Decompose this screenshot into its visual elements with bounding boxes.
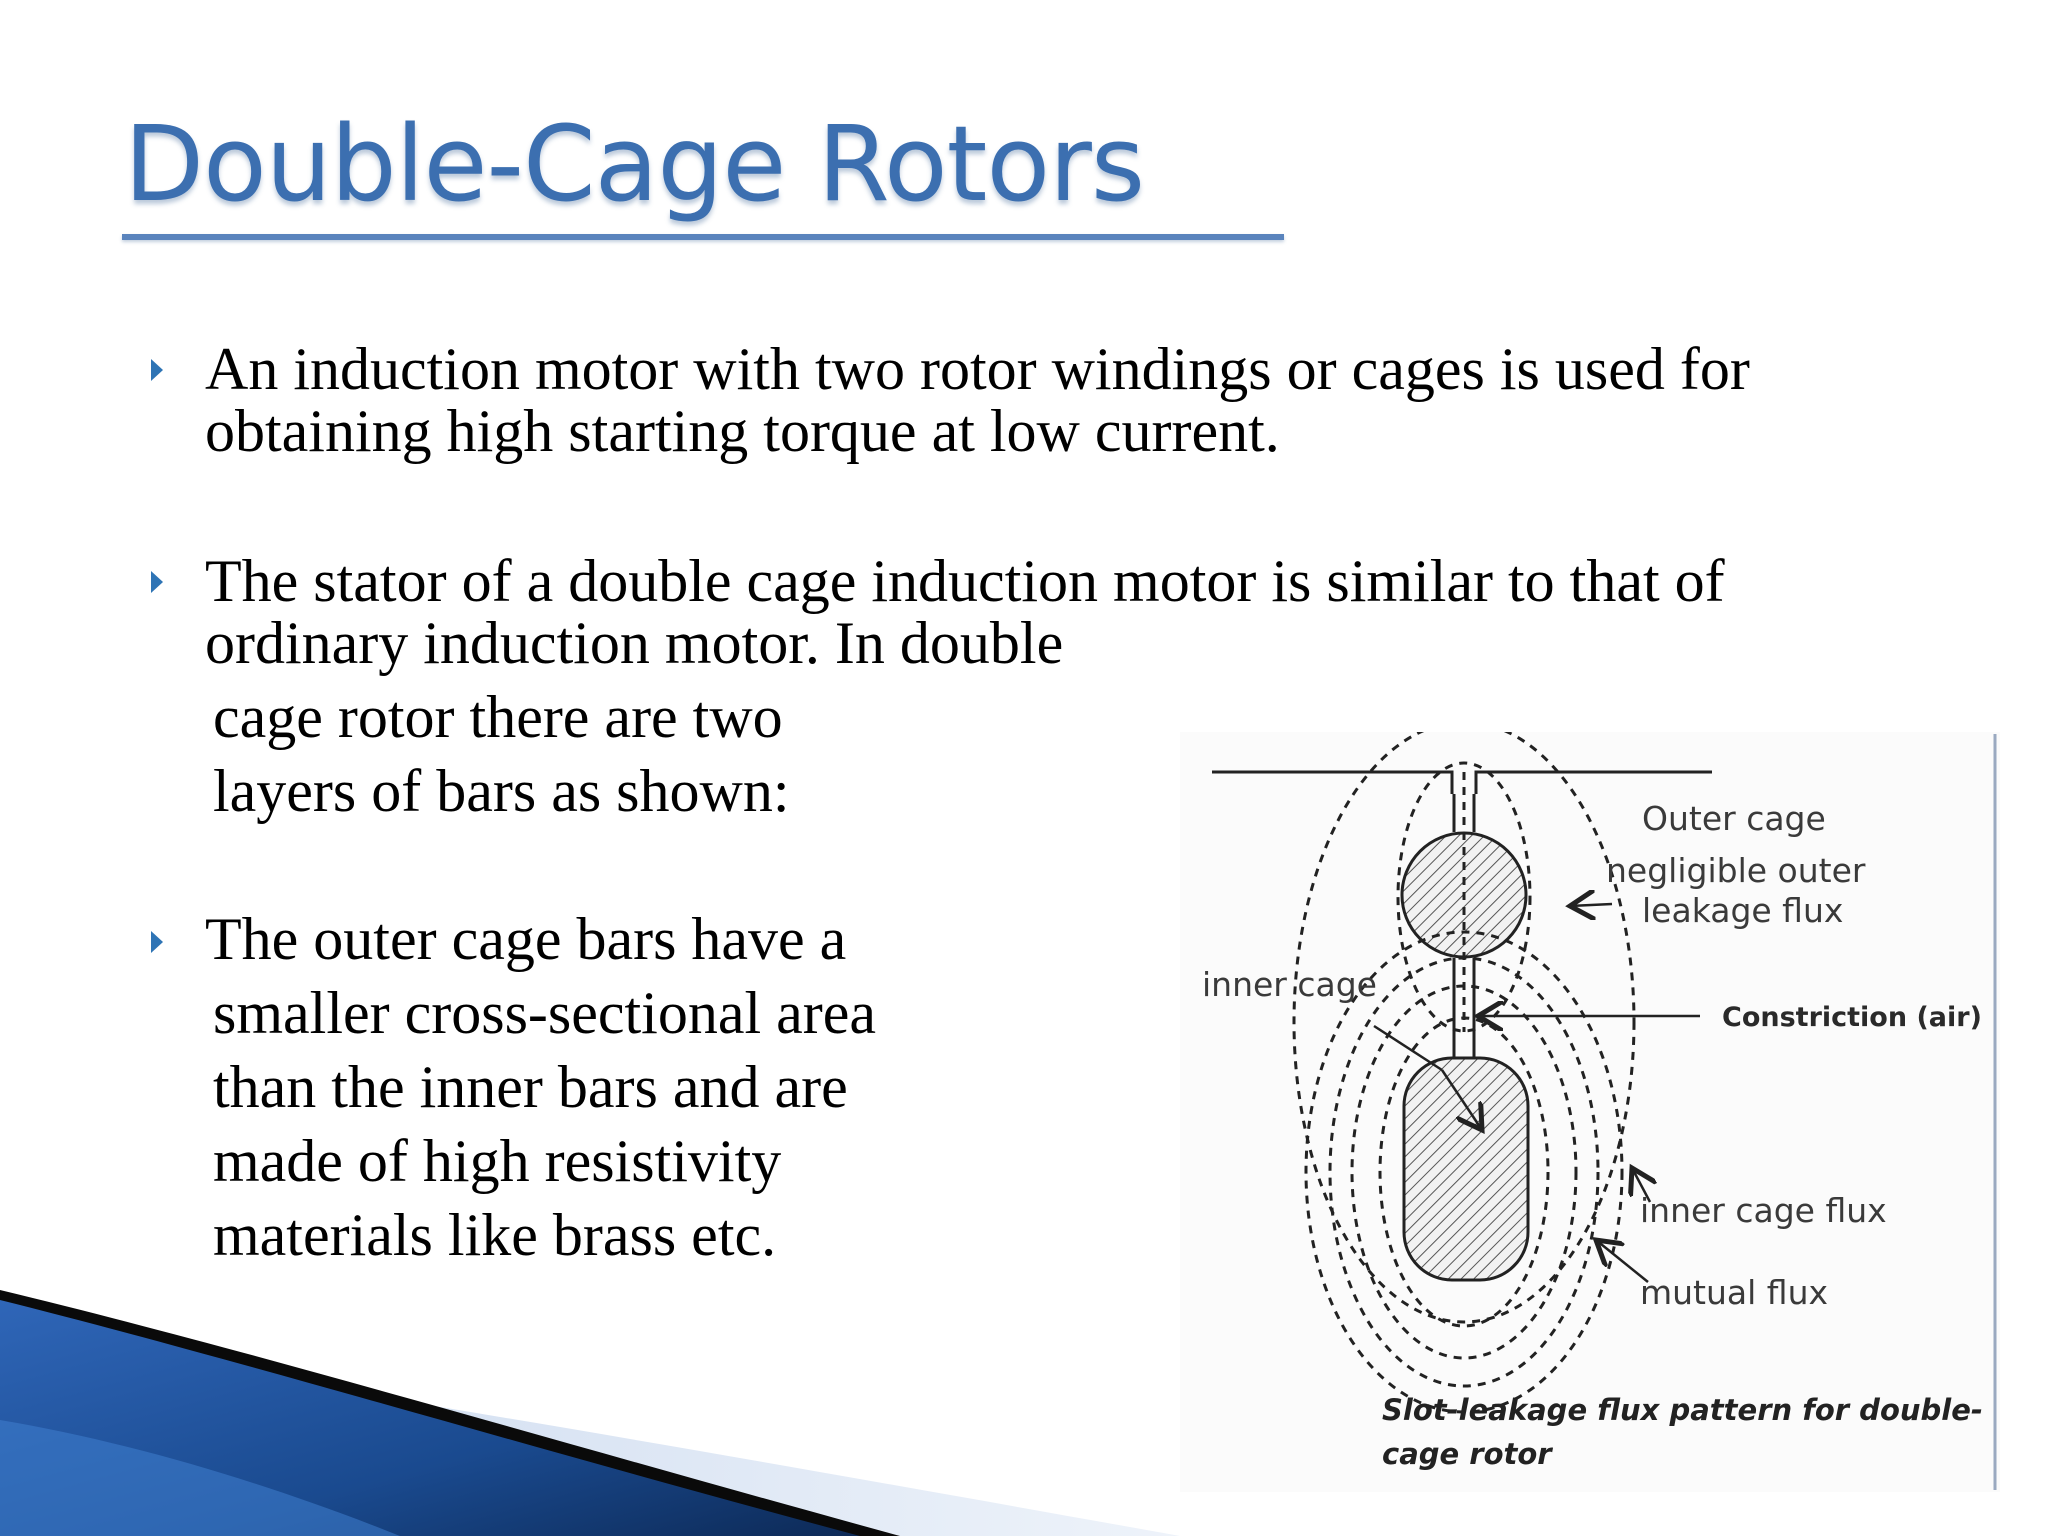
slot-leakage-flux-diagram: Outer cage negligible outer leakage flux…	[1180, 732, 2000, 1492]
bullet-arrow-icon	[151, 571, 163, 593]
title-underline	[122, 234, 1284, 240]
bullet-arrow-icon	[151, 931, 163, 953]
label-leakage-flux: leakage flux	[1642, 891, 1843, 930]
bullet-2-line-4: layers of bars as shown:	[213, 758, 790, 824]
diagram-caption-line-1: Slot-leakage flux pattern for double-	[1382, 1393, 1983, 1427]
label-negligible-outer: negligible outer	[1606, 851, 1866, 890]
label-outer-cage: Outer cage	[1642, 799, 1826, 838]
diagram-caption-line-2: cage rotor	[1382, 1437, 1553, 1471]
bullet-3-line-3: than the inner bars and are	[213, 1054, 848, 1120]
bullet-2-line-3: cage rotor there are two	[213, 684, 783, 750]
bullet-2-line-1: The stator of a double cage induction mo…	[205, 548, 1725, 614]
label-constriction: Constriction (air)	[1722, 1002, 1982, 1033]
slide-title: Double-Cage Rotors	[124, 103, 1145, 225]
label-inner-cage: inner cage	[1202, 965, 1377, 1004]
bullet-3-line-2: smaller cross-sectional area	[213, 980, 877, 1046]
bullet-arrow-icon	[151, 359, 163, 381]
label-mutual-flux: mutual flux	[1640, 1273, 1828, 1312]
bullet-2-line-2: ordinary induction motor. In double	[205, 610, 1064, 676]
bullet-3-line-1: The outer cage bars have a	[205, 906, 847, 972]
bullet-1-line-1: An induction motor with two rotor windin…	[205, 336, 1750, 402]
bullet-1-line-2: obtaining high starting torque at low cu…	[205, 398, 1280, 464]
bullet-3-line-5: materials like brass etc.	[213, 1202, 777, 1268]
bullet-3-line-4: made of high resistivity	[213, 1128, 782, 1194]
label-inner-cage-flux: inner cage flux	[1640, 1191, 1887, 1230]
